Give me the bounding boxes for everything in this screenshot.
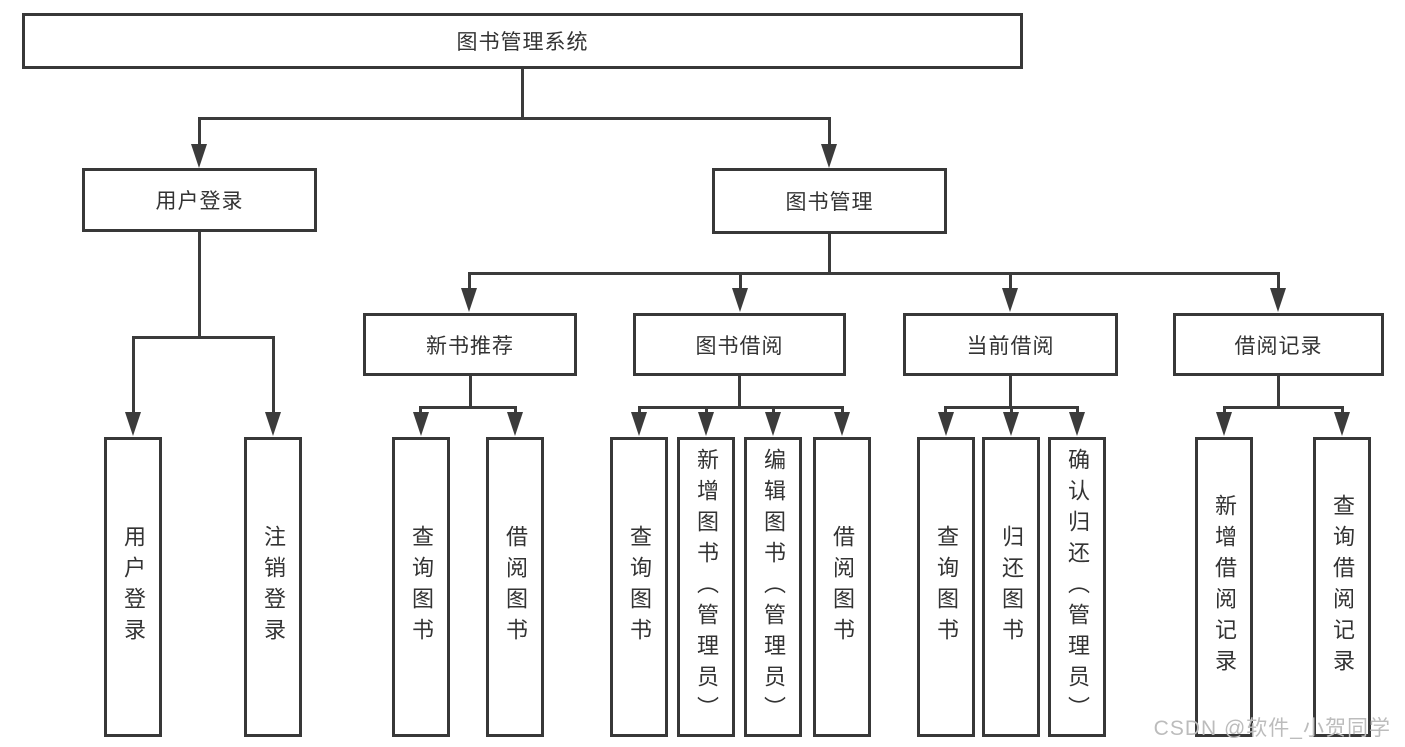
node-user-login: 用户登录 — [82, 168, 317, 232]
arrow-down-icon — [1003, 412, 1019, 436]
connector-drop-leaf — [1075, 406, 1079, 415]
leaf-query-borrow-record: 查询借阅记录 — [1313, 437, 1371, 737]
arrow-down-icon — [631, 412, 647, 436]
connector-drop-leaf — [771, 406, 775, 415]
node-book-borrowing: 图书借阅 — [633, 313, 846, 376]
connector-drop-level3 — [1008, 272, 1012, 291]
node-label: 图书管理系统 — [456, 31, 589, 54]
connector-book-management-stem — [827, 234, 831, 275]
leaf-label: 查询借阅记录 — [1330, 494, 1355, 680]
leaf-label: 注销登录 — [261, 525, 286, 649]
leaf-query-books-borrowing: 查询图书 — [610, 437, 668, 737]
arrow-down-icon — [507, 412, 523, 436]
connector-root-stem — [520, 69, 524, 117]
leaf-user-login: 用户登录 — [104, 437, 162, 737]
connector-drop-leaf — [1009, 406, 1013, 415]
leaf-add-borrow-record: 新增借阅记录 — [1195, 437, 1253, 737]
leaf-label: 归还图书 — [999, 525, 1024, 649]
connector-drop-user-login — [197, 117, 201, 146]
node-borrowing-records: 借阅记录 — [1173, 313, 1384, 376]
arrow-down-icon — [461, 288, 477, 312]
leaf-borrow-books-recommend: 借阅图书 — [486, 437, 544, 737]
arrow-down-icon — [821, 144, 837, 168]
leaf-confirm-return-admin: 确认归还（管理员） — [1048, 437, 1106, 737]
connector-drop-level3 — [467, 272, 471, 291]
leaf-label: 查询图书 — [934, 525, 959, 649]
connector-drop-level3 — [738, 272, 742, 291]
connector-user-login-stem — [197, 232, 201, 339]
leaf-label: 确认归还（管理员） — [1065, 447, 1090, 727]
node-label: 用户登录 — [155, 190, 244, 213]
leaf-label: 编辑图书（管理员） — [761, 447, 786, 727]
connector-drop-leaf — [704, 406, 708, 415]
node-label: 借阅记录 — [1234, 334, 1323, 358]
arrow-down-icon — [125, 412, 141, 436]
leaf-label: 借阅图书 — [830, 525, 855, 649]
leaf-edit-books-admin: 编辑图书（管理员） — [744, 437, 802, 737]
connector-drop-leaf — [131, 336, 135, 415]
connector-level3-split — [467, 272, 1280, 275]
arrow-down-icon — [1216, 412, 1232, 436]
node-label: 当前借阅 — [966, 334, 1055, 358]
arrow-down-icon — [834, 412, 850, 436]
connector-drop-leaf — [271, 336, 275, 415]
arrow-down-icon — [1069, 412, 1085, 436]
leaf-label: 新增图书（管理员） — [694, 447, 719, 727]
connector-records-split — [1222, 406, 1344, 409]
connector-drop-leaf — [1222, 406, 1226, 415]
watermark: CSDN @软件_小贺同学 — [1153, 717, 1391, 740]
leaf-query-books-current: 查询图书 — [917, 437, 975, 737]
leaf-logout: 注销登录 — [244, 437, 302, 737]
leaf-add-books-admin: 新增图书（管理员） — [677, 437, 735, 737]
connector-user-login-split — [131, 336, 275, 339]
connector-drop-leaf — [840, 406, 844, 415]
connector-drop-leaf — [943, 406, 947, 415]
leaf-query-books-recommend: 查询图书 — [392, 437, 450, 737]
node-label: 图书借阅 — [695, 334, 784, 358]
node-label: 图书管理 — [785, 191, 874, 214]
leaf-label: 新增借阅记录 — [1212, 494, 1237, 680]
connector-borrowing-split — [637, 406, 844, 409]
arrow-down-icon — [1270, 288, 1286, 312]
connector-borrowing-stem — [738, 376, 741, 409]
node-current-borrowing: 当前借阅 — [903, 313, 1118, 376]
arrow-down-icon — [1334, 412, 1350, 436]
connector-recommend-stem — [468, 376, 472, 409]
leaf-borrow-books-borrowing: 借阅图书 — [813, 437, 871, 737]
arrow-down-icon — [265, 412, 281, 436]
arrow-down-icon — [413, 412, 429, 436]
connector-drop-leaf — [1340, 406, 1344, 415]
connector-drop-leaf — [637, 406, 641, 415]
connector-drop-leaf — [513, 406, 517, 415]
node-library-management-system: 图书管理系统 — [22, 13, 1023, 69]
leaf-label: 借阅图书 — [503, 525, 528, 649]
leaf-label: 查询图书 — [409, 525, 434, 649]
node-label: 新书推荐 — [426, 334, 514, 358]
connector-drop-leaf — [418, 406, 422, 415]
connector-current-stem — [1008, 376, 1012, 409]
leaf-label: 查询图书 — [627, 525, 652, 649]
connector-level2-split — [197, 117, 831, 120]
connector-records-stem — [1276, 376, 1280, 409]
arrow-down-icon — [765, 412, 781, 436]
connector-drop-level3 — [1276, 272, 1280, 291]
node-book-management: 图书管理 — [712, 168, 947, 234]
leaf-return-books: 归还图书 — [982, 437, 1040, 737]
arrow-down-icon — [1002, 288, 1018, 312]
connector-recommend-split — [418, 406, 517, 409]
arrow-down-icon — [698, 412, 714, 436]
arrow-down-icon — [938, 412, 954, 436]
node-new-book-recommendation: 新书推荐 — [363, 313, 577, 376]
arrow-down-icon — [732, 288, 748, 312]
arrow-down-icon — [191, 144, 207, 168]
connector-drop-book-management — [827, 117, 831, 146]
leaf-label: 用户登录 — [121, 525, 146, 649]
